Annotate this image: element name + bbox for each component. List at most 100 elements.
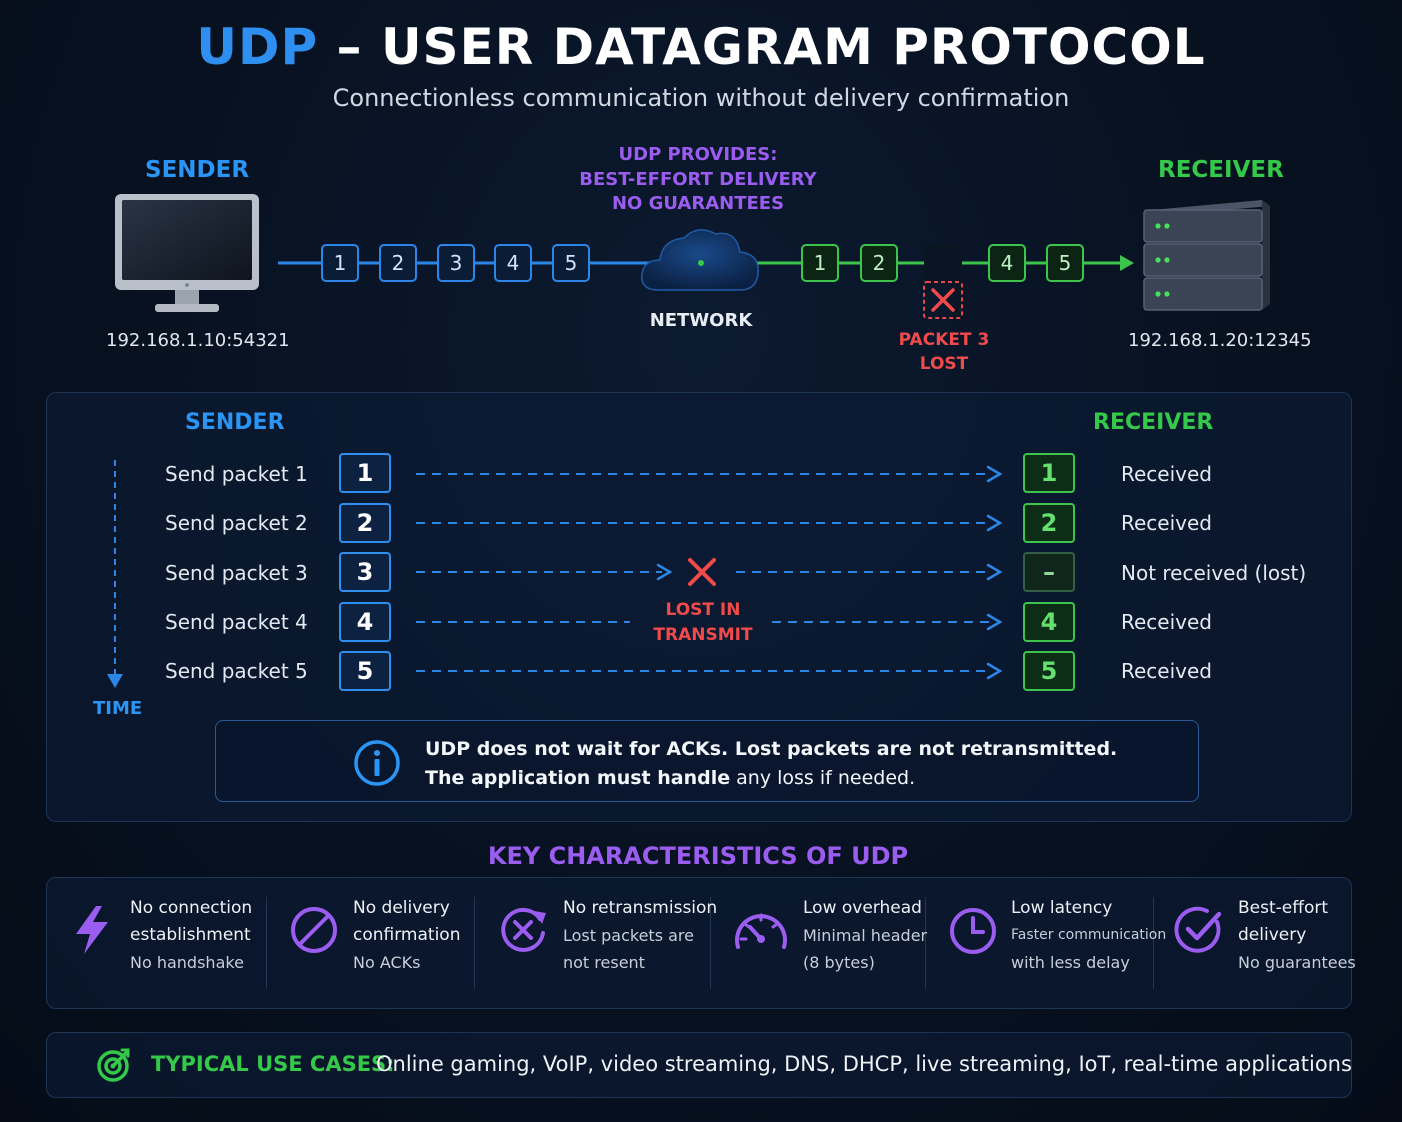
time-arrow (107, 460, 123, 688)
divider (1153, 897, 1154, 989)
cloud-icon (641, 229, 759, 291)
monitor-icon (115, 194, 259, 312)
udp-provides-line-3: NO GUARANTEES (611, 193, 785, 214)
send-text-1: Send packet 1 (165, 462, 308, 486)
top-receiver-label: RECEIVER (1158, 157, 1284, 183)
receiver-ip: 192.168.1.20:12345 (1128, 330, 1312, 351)
characteristics-panel (46, 877, 1352, 1009)
udp-provides-line-2: BEST-EFFORT DELIVERY (579, 168, 817, 190)
divider (474, 897, 475, 989)
char-3-sub-2: not resent (563, 953, 645, 972)
info-line-2-bold: The application must handle (425, 767, 731, 789)
use-cases-label: TYPICAL USE CASES: (151, 1052, 395, 1076)
no-retransmit-icon (501, 907, 546, 952)
characteristics-title: KEY CHARACTERISTICS OF UDP (487, 842, 909, 870)
char-2-sub-1: No ACKs (353, 953, 421, 972)
page-title: UDP – USER DATAGRAM PROTOCOL (0, 18, 1402, 76)
char-2-line-1: No delivery (353, 898, 450, 918)
send-box-2: 2 (339, 503, 391, 543)
sent-packet-4: 4 (494, 244, 532, 282)
server-icon (1143, 200, 1270, 311)
send-box-5: 5 (339, 651, 391, 691)
info-line-2: The application must handle any loss if … (425, 764, 1117, 793)
recv-box-3-lost: – (1023, 552, 1075, 592)
target-icon (97, 1048, 130, 1082)
char-1-line-2: establishment (130, 925, 251, 945)
characteristic-item-4: Low overhead Minimal header (8 bytes) (803, 895, 927, 976)
send-box-3: 3 (339, 552, 391, 592)
check-circle-icon (1174, 906, 1222, 953)
status-text-5: Received (1121, 659, 1212, 683)
send-box-4: 4 (339, 602, 391, 642)
char-3-sub-1: Lost packets are (563, 926, 694, 945)
prohibited-icon (291, 907, 337, 953)
char-4-sub-1: Minimal header (803, 926, 928, 945)
send-text-2: Send packet 2 (165, 511, 308, 535)
status-text-1: Received (1121, 462, 1212, 486)
lightning-icon (76, 906, 108, 954)
received-packet-5: 5 (1046, 244, 1084, 282)
received-packet-4: 4 (988, 244, 1026, 282)
char-6-line-1: Best-effort (1238, 898, 1329, 918)
char-1-line-1: No connection (130, 898, 253, 918)
characteristic-item-1: No connection establishment No handshake (130, 895, 252, 976)
recv-box-4: 4 (1023, 602, 1075, 642)
char-4-sub-2: (8 bytes) (803, 953, 875, 972)
char-5-sub-1: Faster communication (1011, 927, 1167, 943)
network-label: NETWORK (649, 310, 753, 331)
status-text-2: Received (1121, 511, 1212, 535)
send-box-1: 1 (339, 453, 391, 493)
lost-x-icon (923, 281, 963, 319)
characteristic-item-3: No retransmission Lost packets are not r… (563, 895, 717, 976)
udp-provides: UDP PROVIDES: BEST-EFFORT DELIVERY NO GU… (560, 143, 836, 217)
top-sender-label: SENDER (145, 157, 250, 183)
use-cases-panel (46, 1032, 1352, 1098)
sent-packet-5: 5 (552, 244, 590, 282)
info-line-1: UDP does not wait for ACKs. Lost packets… (425, 738, 1118, 760)
lost-transmit-line-2: TRANSMIT (653, 625, 753, 645)
recv-box-1: 1 (1023, 453, 1075, 493)
clock-icon (950, 908, 996, 954)
use-cases-text: Online gaming, VoIP, video streaming, DN… (376, 1052, 1352, 1076)
send-text-3: Send packet 3 (165, 561, 308, 585)
characteristic-item-6: Best-effort delivery No guarantees (1238, 895, 1356, 976)
title-rest: – USER DATAGRAM PROTOCOL (318, 18, 1206, 76)
transmit-arrows (416, 465, 1003, 680)
udp-provides-line-1: UDP PROVIDES: (618, 144, 778, 165)
char-6-line-2: delivery (1238, 925, 1307, 945)
recv-box-5: 5 (1023, 651, 1075, 691)
char-2-line-2: confirmation (353, 925, 461, 945)
send-text-5: Send packet 5 (165, 659, 308, 683)
received-packet-1: 1 (801, 244, 839, 282)
time-label: TIME (93, 698, 143, 719)
sent-packet-1: 1 (321, 244, 359, 282)
timeline-sender-label: SENDER (185, 410, 285, 435)
char-4-line-1: Low overhead (803, 898, 922, 918)
char-5-line-1: Low latency (1011, 898, 1113, 918)
timeline-receiver-label: RECEIVER (1093, 410, 1214, 435)
page-subtitle: Connectionless communication without del… (332, 84, 1070, 112)
info-text: UDP does not wait for ACKs. Lost packets… (425, 735, 1117, 793)
speedometer-icon (735, 913, 787, 949)
top-lost-line-1: PACKET 3 (898, 330, 990, 350)
status-text-3: Not received (lost) (1121, 561, 1307, 585)
recv-box-2: 2 (1023, 503, 1075, 543)
send-text-4: Send packet 4 (165, 610, 308, 634)
characteristic-item-5: Low latency Faster communication with le… (1011, 895, 1166, 976)
info-line-2-rest: any loss if needed. (730, 767, 916, 789)
received-packet-2: 2 (860, 244, 898, 282)
divider (710, 897, 711, 989)
sent-packet-2: 2 (379, 244, 417, 282)
status-text-4: Received (1121, 610, 1212, 634)
char-1-sub-1: No handshake (130, 953, 244, 972)
characteristic-item-2: No delivery confirmation No ACKs (353, 895, 460, 976)
lost-in-transmit-label: LOST IN TRANSMIT (640, 598, 766, 648)
char-6-sub-1: No guarantees (1238, 953, 1356, 972)
info-icon (354, 740, 400, 786)
title-highlight: UDP (196, 18, 319, 76)
char-5-sub-2: with less delay (1011, 953, 1130, 972)
top-lost-line-2: LOST (919, 354, 969, 374)
sender-ip: 192.168.1.10:54321 (106, 330, 290, 351)
lost-transmit-line-1: LOST IN (665, 600, 741, 620)
char-3-line-1: No retransmission (563, 898, 718, 918)
